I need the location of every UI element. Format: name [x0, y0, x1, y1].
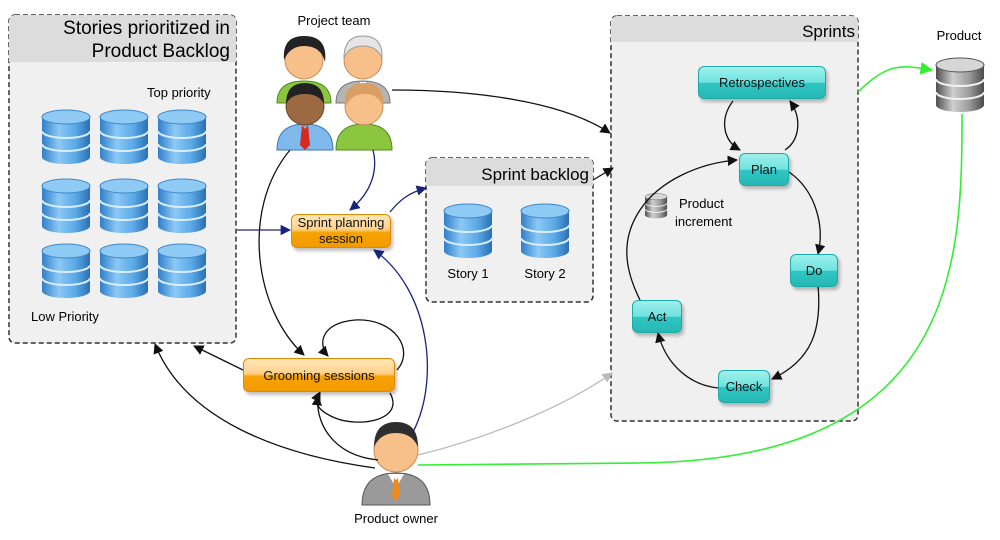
- owner-to-backlog-arrow: [153, 343, 376, 469]
- product-backlog-panel-header: [9, 15, 236, 62]
- team-to-grooming-arrow: [258, 149, 305, 356]
- low-priority-label: Low Priority: [31, 309, 99, 324]
- do-node[interactable]: Do: [790, 254, 838, 287]
- backlog-story-grid: [41, 109, 207, 299]
- act-node[interactable]: Act: [632, 300, 682, 333]
- product-owner-icon: [361, 422, 431, 506]
- sprint-planning-line2: session: [318, 231, 364, 246]
- do-label: Do: [805, 263, 823, 278]
- team-to-sprints-arrow: [391, 89, 611, 134]
- retro-to-plan-arrow: [723, 100, 741, 151]
- story1-db-icon: [443, 203, 493, 259]
- grooming-to-backlog-arrow: [193, 345, 244, 371]
- flow-arrows: [153, 61, 963, 469]
- backlog-story-db-icon: [41, 109, 91, 165]
- plan-to-do-arrow: [788, 171, 826, 256]
- story1-label: Story 1: [447, 266, 488, 281]
- retrospectives-label: Retrospectives: [719, 75, 805, 90]
- product-backlog-title-line1: Stories prioritized in: [63, 18, 230, 39]
- product-owner-label: Product owner: [354, 511, 438, 526]
- sprints-title: Sprints: [802, 22, 855, 41]
- sprints-to-product-arrow: [857, 61, 934, 93]
- grooming-return-loop-arrow: [311, 391, 394, 423]
- story2-db-icon: [520, 203, 570, 259]
- sprint-planning-session-node[interactable]: Sprint planning session: [291, 214, 391, 248]
- product-increment-label-line1: Product: [679, 196, 724, 211]
- product-label: Product: [937, 28, 982, 43]
- backlog-story-db-icon: [157, 109, 207, 165]
- grooming-self-loop-arrow: [317, 319, 405, 371]
- story2-label: Story 2: [524, 266, 565, 281]
- team-to-planning-arrow: [349, 149, 376, 211]
- product-to-owner-line: [417, 113, 963, 466]
- project-team-icon: [276, 35, 393, 151]
- retrospectives-node[interactable]: Retrospectives: [698, 66, 826, 99]
- backlog-story-db-icon: [41, 178, 91, 234]
- plan-label: Plan: [750, 162, 778, 177]
- check-label: Check: [725, 379, 763, 394]
- act-to-plan-arrow: [626, 155, 739, 301]
- backlog-story-db-icon: [41, 243, 91, 299]
- do-to-check-arrow: [771, 284, 820, 380]
- owner-to-sprints-arrow: [417, 372, 613, 456]
- sprints-panel-header: [611, 16, 858, 42]
- plan-to-retro-arrow: [784, 100, 800, 151]
- sprint-backlog-title: Sprint backlog: [481, 165, 589, 184]
- act-label: Act: [647, 309, 667, 324]
- product-backlog-title-line2: Product Backlog: [92, 41, 230, 62]
- sprint-backlog-panel: [425, 157, 594, 303]
- owner-to-grooming-arrow: [311, 394, 379, 461]
- grooming-sessions-node[interactable]: Grooming sessions: [243, 358, 395, 392]
- backlog-story-db-icon: [99, 178, 149, 234]
- backlog-story-db-icon: [99, 243, 149, 299]
- planning-to-sprint-backlog-arrow: [389, 185, 428, 213]
- check-node[interactable]: Check: [718, 370, 770, 403]
- backlog-story-db-icon: [157, 178, 207, 234]
- sprint-backlog-to-sprints-arrow: [592, 167, 614, 181]
- sprint-planning-line1: Sprint planning: [297, 215, 385, 230]
- sprint-backlog-panel-header: [426, 158, 593, 186]
- grooming-sessions-label: Grooming sessions: [263, 367, 375, 383]
- project-team-label: Project team: [298, 13, 371, 28]
- backlog-story-db-icon: [157, 243, 207, 299]
- pdca-cycle-arrows: [626, 100, 826, 389]
- product-increment-label-line2: increment: [675, 214, 732, 229]
- product-increment-db-icon: [644, 193, 668, 219]
- top-priority-label: Top priority: [147, 85, 211, 100]
- plan-node[interactable]: Plan: [739, 153, 789, 186]
- product-db-icon: [935, 57, 985, 113]
- owner-to-planning-arrow: [373, 249, 428, 433]
- backlog-story-db-icon: [99, 109, 149, 165]
- check-to-act-arrow: [655, 331, 719, 389]
